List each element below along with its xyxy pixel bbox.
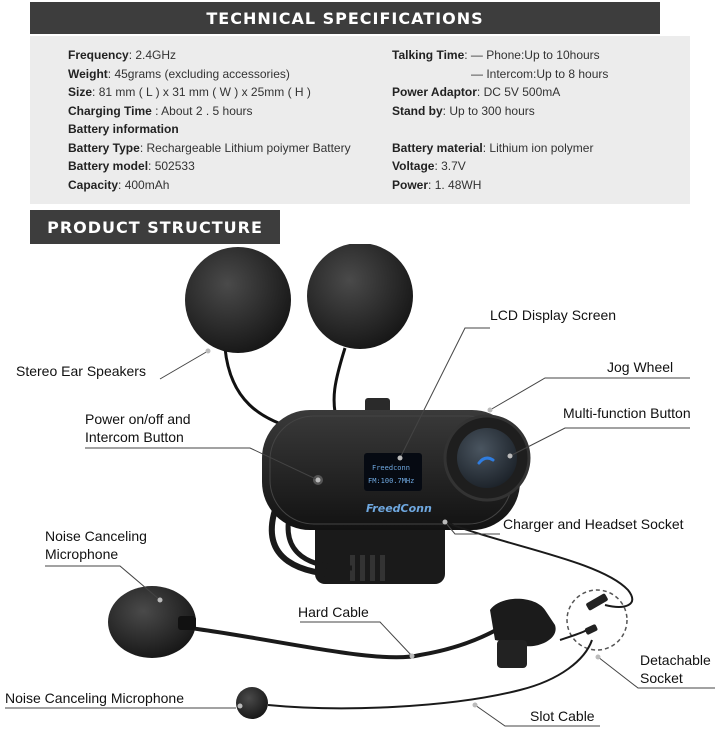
- product-structure-title: PRODUCT STRUCTURE: [47, 217, 263, 237]
- label-power-button-line2: Intercom Button: [85, 429, 184, 445]
- spec-panel: Frequency: 2.4GHz Weight: 45grams (exclu…: [30, 36, 690, 204]
- cable-bundle: [268, 509, 351, 578]
- label-charger-headset-socket: Charger and Headset Socket: [503, 516, 684, 532]
- spec-frequency: Frequency: 2.4GHz: [68, 48, 177, 62]
- charger-cable: [439, 519, 634, 608]
- label-multi-function-button: Multi-function Button: [563, 405, 691, 421]
- spec-voltage: Voltage: 3.7V: [392, 159, 466, 173]
- spec-size: Size: 81 mm ( L ) x 31 mm ( W ) x 25mm (…: [68, 85, 311, 99]
- spec-charging-time: Charging Time : About 2 . 5 hours: [68, 104, 253, 118]
- phone-icon: [477, 456, 495, 465]
- tech-spec-banner: TECHNICAL SPECIFICATIONS: [30, 2, 660, 34]
- detachable-plug: [586, 593, 608, 611]
- label-detachable-socket-line1: Detachable: [640, 652, 711, 668]
- spec-weight: Weight: 45grams (excluding accessories): [68, 67, 290, 81]
- left-ear-speaker: [185, 247, 291, 353]
- product-structure-banner: PRODUCT STRUCTURE: [30, 210, 280, 244]
- label-lcd-display-screen: LCD Display Screen: [490, 307, 617, 323]
- mount-ribs: [350, 555, 385, 581]
- spec-power: Power: 1. 48WH: [392, 178, 482, 192]
- lcd-screen: [364, 453, 422, 491]
- lcd-screen-line1: Freedconn: [372, 464, 410, 472]
- right-ear-speaker: [307, 244, 413, 349]
- spec-power-adaptor: Power Adaptor: DC 5V 500mA: [392, 85, 561, 99]
- leader-lines: [5, 327, 715, 727]
- spec-talking-time: Talking Time: — Phone:Up to 10hours: [392, 48, 600, 62]
- hard-cable: [189, 623, 507, 660]
- label-noise-mic-boom-line1: Noise Canceling: [45, 528, 147, 544]
- tech-spec-title: TECHNICAL SPECIFICATIONS: [206, 8, 484, 28]
- slot-cable: [267, 639, 593, 710]
- lcd-screen-line2: FM:100.7MHz: [368, 477, 414, 485]
- spec-capacity: Capacity: 400mAh: [68, 178, 170, 192]
- label-noise-mic-boom-line2: Microphone: [45, 546, 119, 562]
- spec-battery-material: Battery material: Lithium ion polymer: [392, 141, 594, 155]
- boom-mic-foam: [108, 586, 196, 658]
- product-illustration: Freedconn FM:100.7MHz FreedConn: [5, 244, 715, 727]
- device-brand: FreedConn: [366, 502, 432, 515]
- headset-connector: [490, 598, 556, 647]
- spec-stand-by: Stand by: Up to 300 hours: [392, 104, 535, 118]
- label-hard-cable: Hard Cable: [298, 604, 369, 620]
- spec-battery-type: Battery Type: Rechargeable Lithium poiym…: [68, 141, 351, 155]
- label-power-button-line1: Power on/off and: [85, 411, 191, 427]
- spec-talking-time-intercom: — Intercom:Up to 8 hours: [471, 67, 609, 81]
- detachable-socket-highlight: [566, 589, 628, 651]
- label-stereo-ear-speakers: Stereo Ear Speakers: [16, 363, 146, 379]
- label-jog-wheel: Jog Wheel: [607, 359, 674, 375]
- label-slot-cable: Slot Cable: [530, 708, 595, 724]
- spec-battery-model: Battery model: 502533: [68, 159, 195, 173]
- label-detachable-socket-line2: Socket: [640, 670, 683, 686]
- spec-battery-information: Battery information: [68, 122, 179, 136]
- label-noise-mic-wired: Noise Canceling Microphone: [5, 690, 184, 706]
- wired-mic: [236, 687, 268, 719]
